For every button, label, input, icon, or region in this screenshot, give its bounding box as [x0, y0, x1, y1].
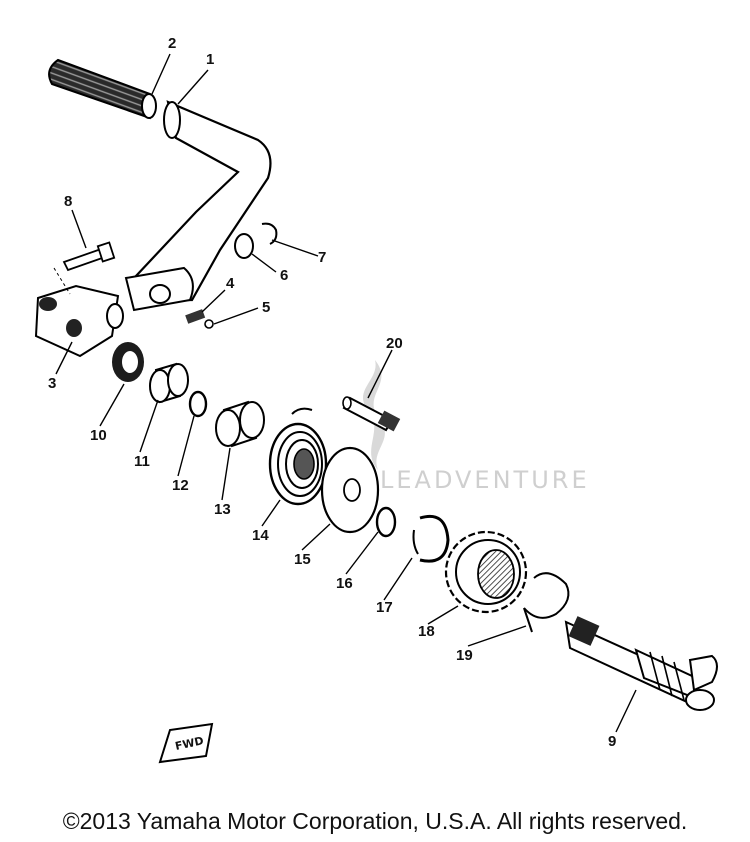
callout-3: 3: [48, 375, 56, 392]
part-15-plate-washer: [320, 446, 380, 534]
part-16-circlip: [375, 506, 397, 538]
part-9-kick-axle: [564, 616, 718, 711]
callout-1: 1: [206, 51, 214, 68]
callout-11: 11: [134, 453, 150, 470]
part-10-oil-seal: [112, 342, 144, 382]
callout-10: 10: [90, 427, 107, 444]
part-8-bolt: [53, 241, 116, 295]
part-14-torsion-spring: [268, 407, 328, 506]
callout-8: 8: [64, 193, 72, 210]
callout-9: 9: [608, 733, 616, 750]
callout-4: 4: [226, 275, 235, 292]
callout-7: 7: [318, 249, 326, 266]
callout-labels: 2 1 8 4 5 6 7 3 10 11 12 13 14 15 16 17 …: [48, 35, 616, 750]
part-18-kick-gear: [444, 530, 528, 614]
callout-12: 12: [172, 477, 189, 494]
part-1-kick-lever: [124, 100, 272, 312]
part-4-spring: [185, 309, 206, 324]
part-17-clip: [412, 514, 450, 563]
callout-20: 20: [386, 335, 403, 352]
part-3-boss: [34, 284, 124, 358]
copyright-notice: ©2013 Yamaha Motor Corporation, U.S.A. A…: [62, 808, 688, 834]
callout-17: 17: [376, 599, 393, 616]
callout-16: 16: [336, 575, 353, 592]
callout-6: 6: [280, 267, 288, 284]
leader-lines: [55, 53, 637, 733]
part-20-pin: [342, 396, 401, 432]
callout-13: 13: [214, 501, 231, 518]
part-11-bushing: [149, 362, 189, 404]
part-12-circlip: [188, 390, 208, 418]
watermark: LEADVENTURE: [363, 360, 590, 494]
watermark-text: LEADVENTURE: [380, 466, 590, 494]
callout-2: 2: [168, 35, 176, 52]
fwd-label: FWD: [174, 734, 205, 753]
part-2-grip: [48, 58, 157, 120]
callout-18: 18: [418, 623, 435, 640]
part-19-clip: [523, 572, 570, 633]
part-5-ball: [204, 319, 214, 329]
part-13-spacer: [215, 400, 265, 448]
callout-15: 15: [294, 551, 311, 568]
part-6-washer: [234, 233, 254, 259]
callout-19: 19: [456, 647, 473, 664]
callout-14: 14: [252, 527, 269, 544]
fwd-mark: FWD: [158, 722, 214, 764]
callout-5: 5: [262, 299, 270, 316]
